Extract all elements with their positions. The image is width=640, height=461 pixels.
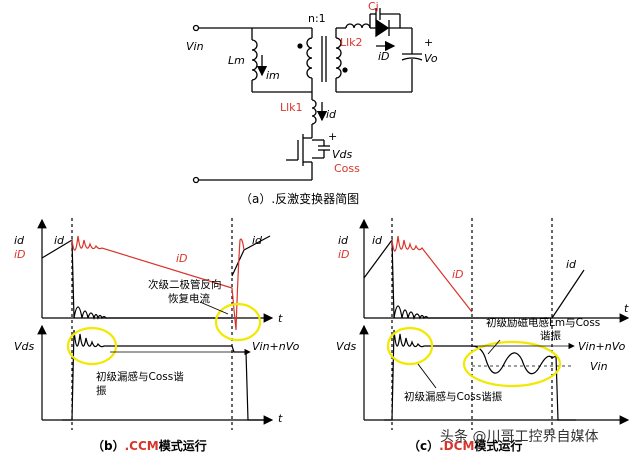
lm-inductor (251, 39, 258, 81)
ccm-ylabel-iD: iD (14, 248, 26, 261)
label-plus-out: + (424, 36, 433, 49)
ccm-ylabel-id: id (14, 234, 25, 247)
primary-winding (306, 37, 313, 79)
label-llk1: Llk1 (280, 101, 303, 114)
secondary-winding (335, 37, 342, 79)
caption-b-prefix: （b） (92, 438, 125, 453)
label-vds: Vds (332, 148, 353, 161)
dcm-ylabel-iD: iD (338, 248, 350, 261)
vo-cap-plate-2 (401, 57, 423, 61)
watermark: 头条 @川哥工控界自媒体 (440, 428, 598, 445)
caption-c-prefix: （c） (408, 438, 439, 453)
ccm-annot-leak-1: 初级漏感与Coss谐 (96, 370, 184, 383)
caption-c-suffix: 模式运行 (474, 438, 522, 453)
caption-b-mode: .CCM (125, 439, 159, 453)
ccm-annot-rr-1: 次级二极管反向 (148, 278, 222, 291)
label-turns-ratio: n:1 (308, 12, 326, 25)
label-vin: Vin (186, 40, 204, 53)
dcm-waveforms (359, 218, 630, 430)
dcm-t-axis-1: t (624, 302, 629, 315)
label-lm: Lm (228, 54, 245, 67)
caption-a: （a）.反激变换器简图 (240, 191, 359, 206)
label-cj: Cj (368, 0, 379, 13)
dcm-annot-leak: 初级漏感与Coss谐振 (404, 390, 503, 403)
dcm-trace-label-id-1: id (372, 234, 383, 247)
label-im: im (266, 69, 280, 82)
ccm-ylabel-vds: Vds (14, 340, 35, 353)
label-plus-sw: + (328, 130, 337, 143)
llk2-inductor (345, 23, 371, 29)
caption-b: （b）.CCM模式运行 (92, 438, 207, 453)
label-vo: Vo (424, 52, 438, 65)
dcm-ylabel-vds: Vds (336, 340, 357, 353)
ccm-annot-leader (199, 301, 229, 315)
dcm-trace-label-iD: iD (452, 268, 464, 281)
ccm-reverse-recovery-highlight (214, 302, 262, 342)
ccm-label-vin-nvo: Vin+nVo (252, 340, 300, 353)
dcm-label-vin-nvo: Vin+nVo (578, 340, 626, 353)
ccm-vds-trace (62, 329, 266, 421)
ccm-iD-trace (71, 235, 245, 331)
dcm-annot-leader-1 (487, 339, 501, 355)
dcm-annot-mag-2: 谐振 (540, 329, 561, 342)
vin-terminal-bottom (192, 176, 200, 184)
dcm-vds-trace (384, 329, 576, 421)
label-coss: Coss (334, 162, 360, 175)
ccm-annot-leak-2: 振 (96, 384, 107, 397)
label-id-primary: id (326, 108, 337, 121)
caption-c: （c）.DCM模式运行 (408, 438, 522, 453)
ccm-annot-rr-2: 恢复电流 (168, 292, 210, 305)
ccm-id-ring (73, 306, 232, 321)
ccm-trace-label-iD: iD (176, 252, 188, 265)
ccm-t-axis-1: t (278, 312, 283, 325)
ccm-trace-label-id-2: id (252, 234, 263, 247)
dcm-annot-leader-2 (417, 363, 437, 389)
dcm-ylabel-id: id (338, 234, 349, 247)
caption-c-mode: .DCM (439, 439, 474, 453)
ccm-waveforms (37, 218, 274, 430)
ccm-leak-ring-highlight (66, 326, 118, 366)
dcm-leak-ring-highlight (386, 326, 434, 366)
dcm-iD-trace (391, 235, 473, 313)
dcm-magnetizing-ring-highlight (462, 340, 562, 388)
ccm-t-axis-2: t (278, 412, 283, 425)
ccm-trace-label-id-1: id (54, 234, 65, 247)
label-llk2: Llk2 (340, 36, 363, 49)
dcm-trace-label-id-2: id (566, 258, 577, 271)
dcm-id-ring (393, 305, 552, 321)
dcm-annot-mag-1: 初级励磁电感Lm与Coss (486, 316, 600, 329)
output-diode (375, 18, 390, 38)
label-id-diode: iD (378, 50, 390, 63)
llk1-inductor (311, 99, 317, 125)
dcm-label-vin: Vin (590, 360, 608, 373)
vin-terminal-top (192, 24, 200, 32)
circuit-schematic (192, 8, 423, 184)
caption-b-suffix: 模式运行 (159, 438, 207, 453)
